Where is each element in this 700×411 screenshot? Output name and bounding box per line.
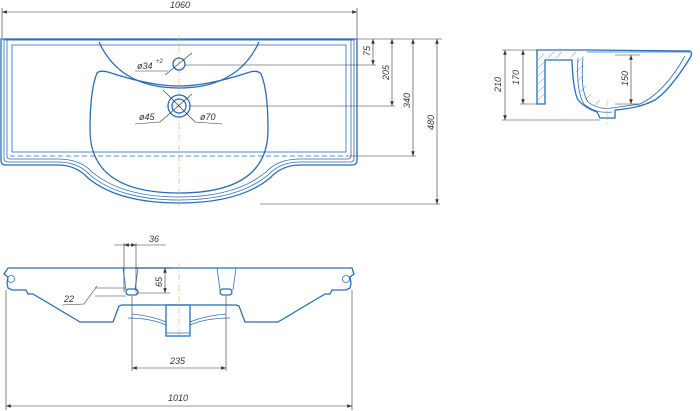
width-dim-label: 1060 (170, 0, 190, 10)
top-view: 1060 ø34 +2 ø45 ø70 75 20 (0, 0, 442, 208)
front-profile (3, 267, 355, 323)
bowl-depth-dim-label: 150 (620, 71, 630, 86)
holes-spacing-dim-label: 235 (169, 356, 186, 366)
tap-depth-dim-label: 65 (154, 276, 164, 287)
tap-hole-tolerance: +2 (156, 59, 164, 65)
side-inner-height-dim-label: 170 (511, 70, 521, 85)
tap-width-dim-label: 36 (149, 234, 159, 244)
tap-hole-dim-label: ø34 (137, 61, 153, 71)
side-profile (536, 49, 693, 119)
tap-hole (172, 57, 186, 71)
side-view: 210 170 150 (493, 48, 693, 124)
mount-hole-right (342, 275, 350, 283)
drain-outlet (165, 304, 191, 337)
side-height-dim-label: 210 (493, 77, 503, 93)
front-view: 36 65 22 235 1010 (3, 234, 355, 410)
tap-hole-right (219, 288, 233, 296)
tap-offset-dim-label: 22 (63, 294, 74, 304)
countertop-inner-edge (11, 44, 347, 153)
drain-inner (171, 98, 187, 114)
dim-75-label: 75 (362, 45, 372, 56)
drain-inner-dim-label: ø45 (139, 112, 156, 122)
basin-outline (89, 70, 269, 194)
mount-width-dim-label: 1010 (168, 393, 188, 403)
mount-hole-left (7, 275, 15, 283)
dim-480-label: 480 (426, 115, 436, 130)
dim-205-label: 205 (381, 64, 391, 81)
dim-340-label: 340 (402, 93, 412, 108)
tap-hole-left (125, 288, 139, 296)
drain-outer-dim-label: ø70 (200, 112, 216, 122)
